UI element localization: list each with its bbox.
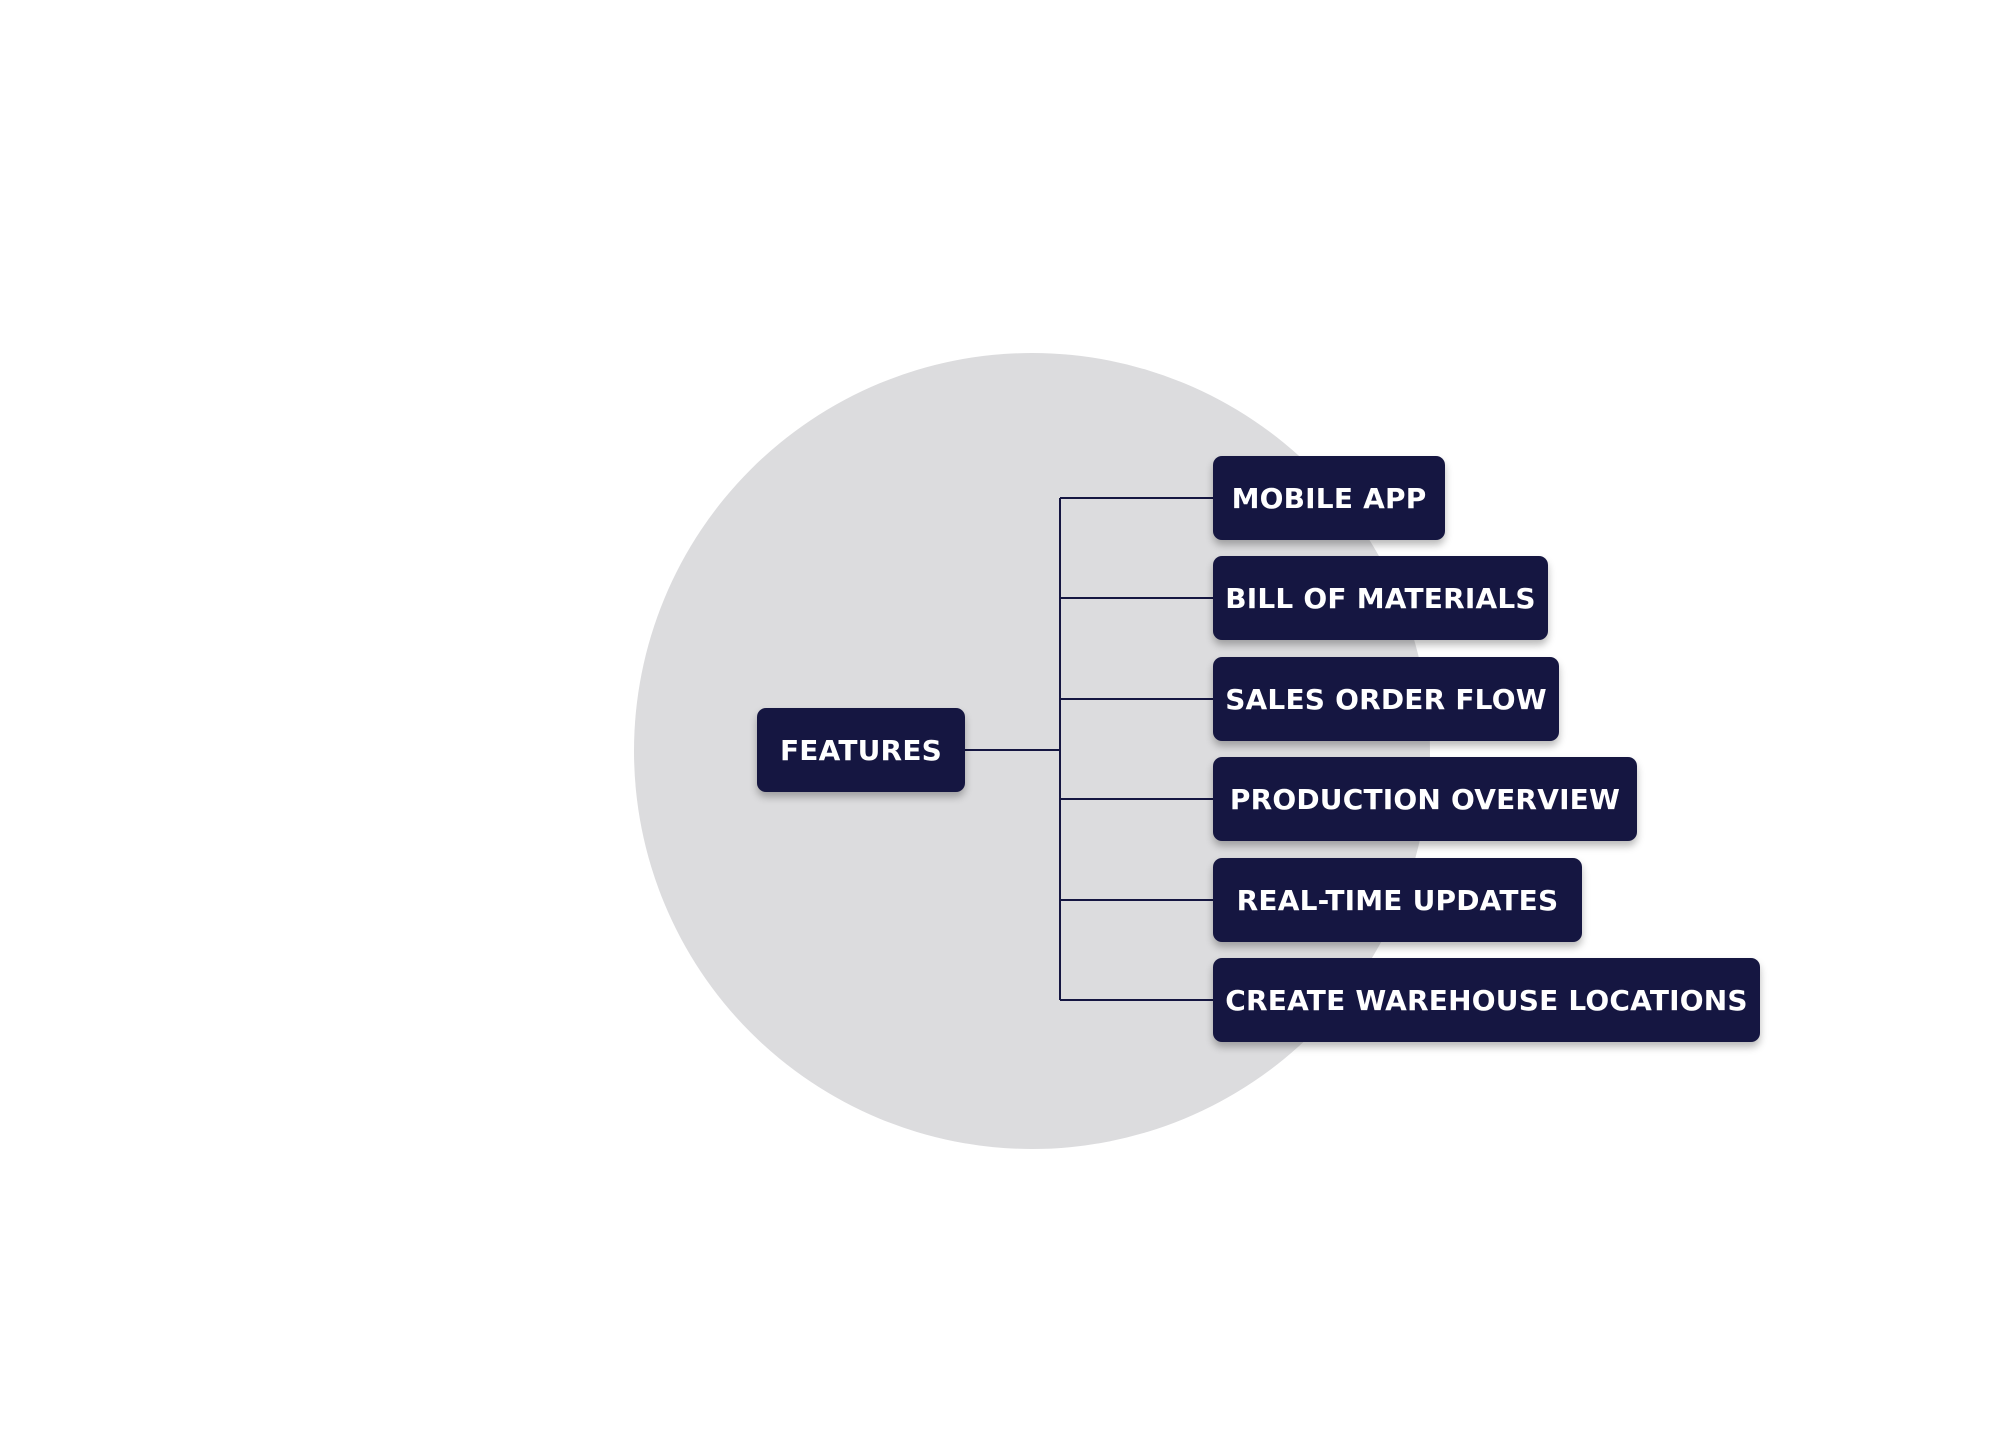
feature-node-mobile-app: MOBILE APP <box>1213 456 1445 540</box>
feature-node-label: BILL OF MATERIALS <box>1225 581 1536 615</box>
root-node-features: FEATURES <box>757 708 965 792</box>
feature-node-label: SALES ORDER FLOW <box>1225 682 1547 716</box>
feature-node-label: REAL-TIME UPDATES <box>1236 883 1559 917</box>
feature-node-real-time-updates: REAL-TIME UPDATES <box>1213 858 1582 942</box>
feature-node-label: PRODUCTION OVERVIEW <box>1229 782 1621 816</box>
feature-node-create-warehouse-locations: CREATE WAREHOUSE LOCATIONS <box>1213 958 1760 1042</box>
feature-node-bill-of-materials: BILL OF MATERIALS <box>1213 556 1548 640</box>
feature-node-production-overview: PRODUCTION OVERVIEW <box>1213 757 1637 841</box>
root-node-label: FEATURES <box>779 733 943 767</box>
feature-node-sales-order-flow: SALES ORDER FLOW <box>1213 657 1559 741</box>
feature-node-label: MOBILE APP <box>1231 481 1427 515</box>
feature-node-label: CREATE WAREHOUSE LOCATIONS <box>1225 983 1748 1017</box>
